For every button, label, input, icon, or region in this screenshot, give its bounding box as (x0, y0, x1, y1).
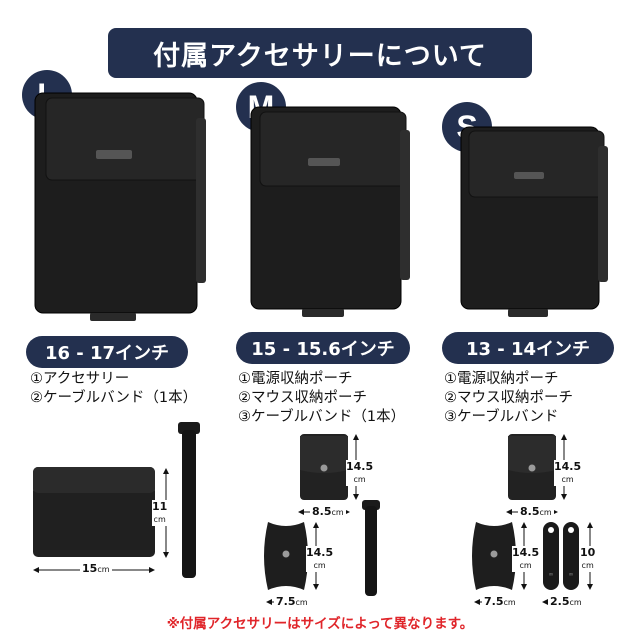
list-item: ①アクセサリー (30, 371, 130, 387)
cable-band-m (362, 500, 380, 596)
power-pouch-s (508, 434, 556, 500)
dim-label-width: 8.5cm (310, 505, 346, 518)
laptop-sleeve-m (250, 106, 410, 317)
list-item: ③ケーブルバンド (444, 409, 559, 425)
dim-label-width: 2.5cm (548, 595, 584, 608)
list-item: ②マウス収納ポーチ (238, 390, 367, 406)
size-range-m: 15 - 15.6インチ (236, 332, 410, 364)
footnote: ※付属アクセサリーはサイズによって異なります。 (166, 616, 474, 632)
dim-label-width: 8.5cm (518, 505, 554, 518)
list-item: ②マウス収納ポーチ (444, 390, 573, 406)
size-range-l: 16 - 17インチ (26, 336, 188, 368)
list-item: ③ケーブルバンド（1本） (238, 409, 406, 425)
svg-text:∞: ∞ (569, 571, 574, 578)
mouse-pouch-s (472, 522, 516, 590)
dim-label-width: 7.5cm (482, 595, 518, 608)
cable-band-s: ∞ ∞ (543, 522, 579, 590)
laptop-sleeve-l (34, 92, 206, 321)
power-pouch-m (300, 434, 348, 500)
size-range-s: 13 - 14インチ (442, 332, 614, 364)
laptop-sleeve-s (460, 126, 608, 317)
dim-label-width: 7.5cm (274, 595, 310, 608)
mouse-pouch-m (264, 522, 308, 590)
dim-label-width: 15cm (80, 562, 112, 575)
page-title: 付属アクセサリーについて (108, 28, 532, 78)
svg-text:∞: ∞ (549, 571, 554, 578)
list-item: ②ケーブルバンド（1本） (30, 390, 198, 406)
accessory-list-m: ①電源収納ポーチ ②マウス収納ポーチ ③ケーブルバンド（1本） (238, 370, 405, 427)
list-item: ①電源収納ポーチ (238, 371, 353, 387)
list-item: ①電源収納ポーチ (444, 371, 559, 387)
accessory-list-l: ①アクセサリー ②ケーブルバンド（1本） (30, 370, 197, 408)
accessory-list-s: ①電源収納ポーチ ②マウス収納ポーチ ③ケーブルバンド (444, 370, 573, 427)
accessory-pouch-l (33, 467, 155, 557)
cable-band-l (178, 422, 200, 578)
